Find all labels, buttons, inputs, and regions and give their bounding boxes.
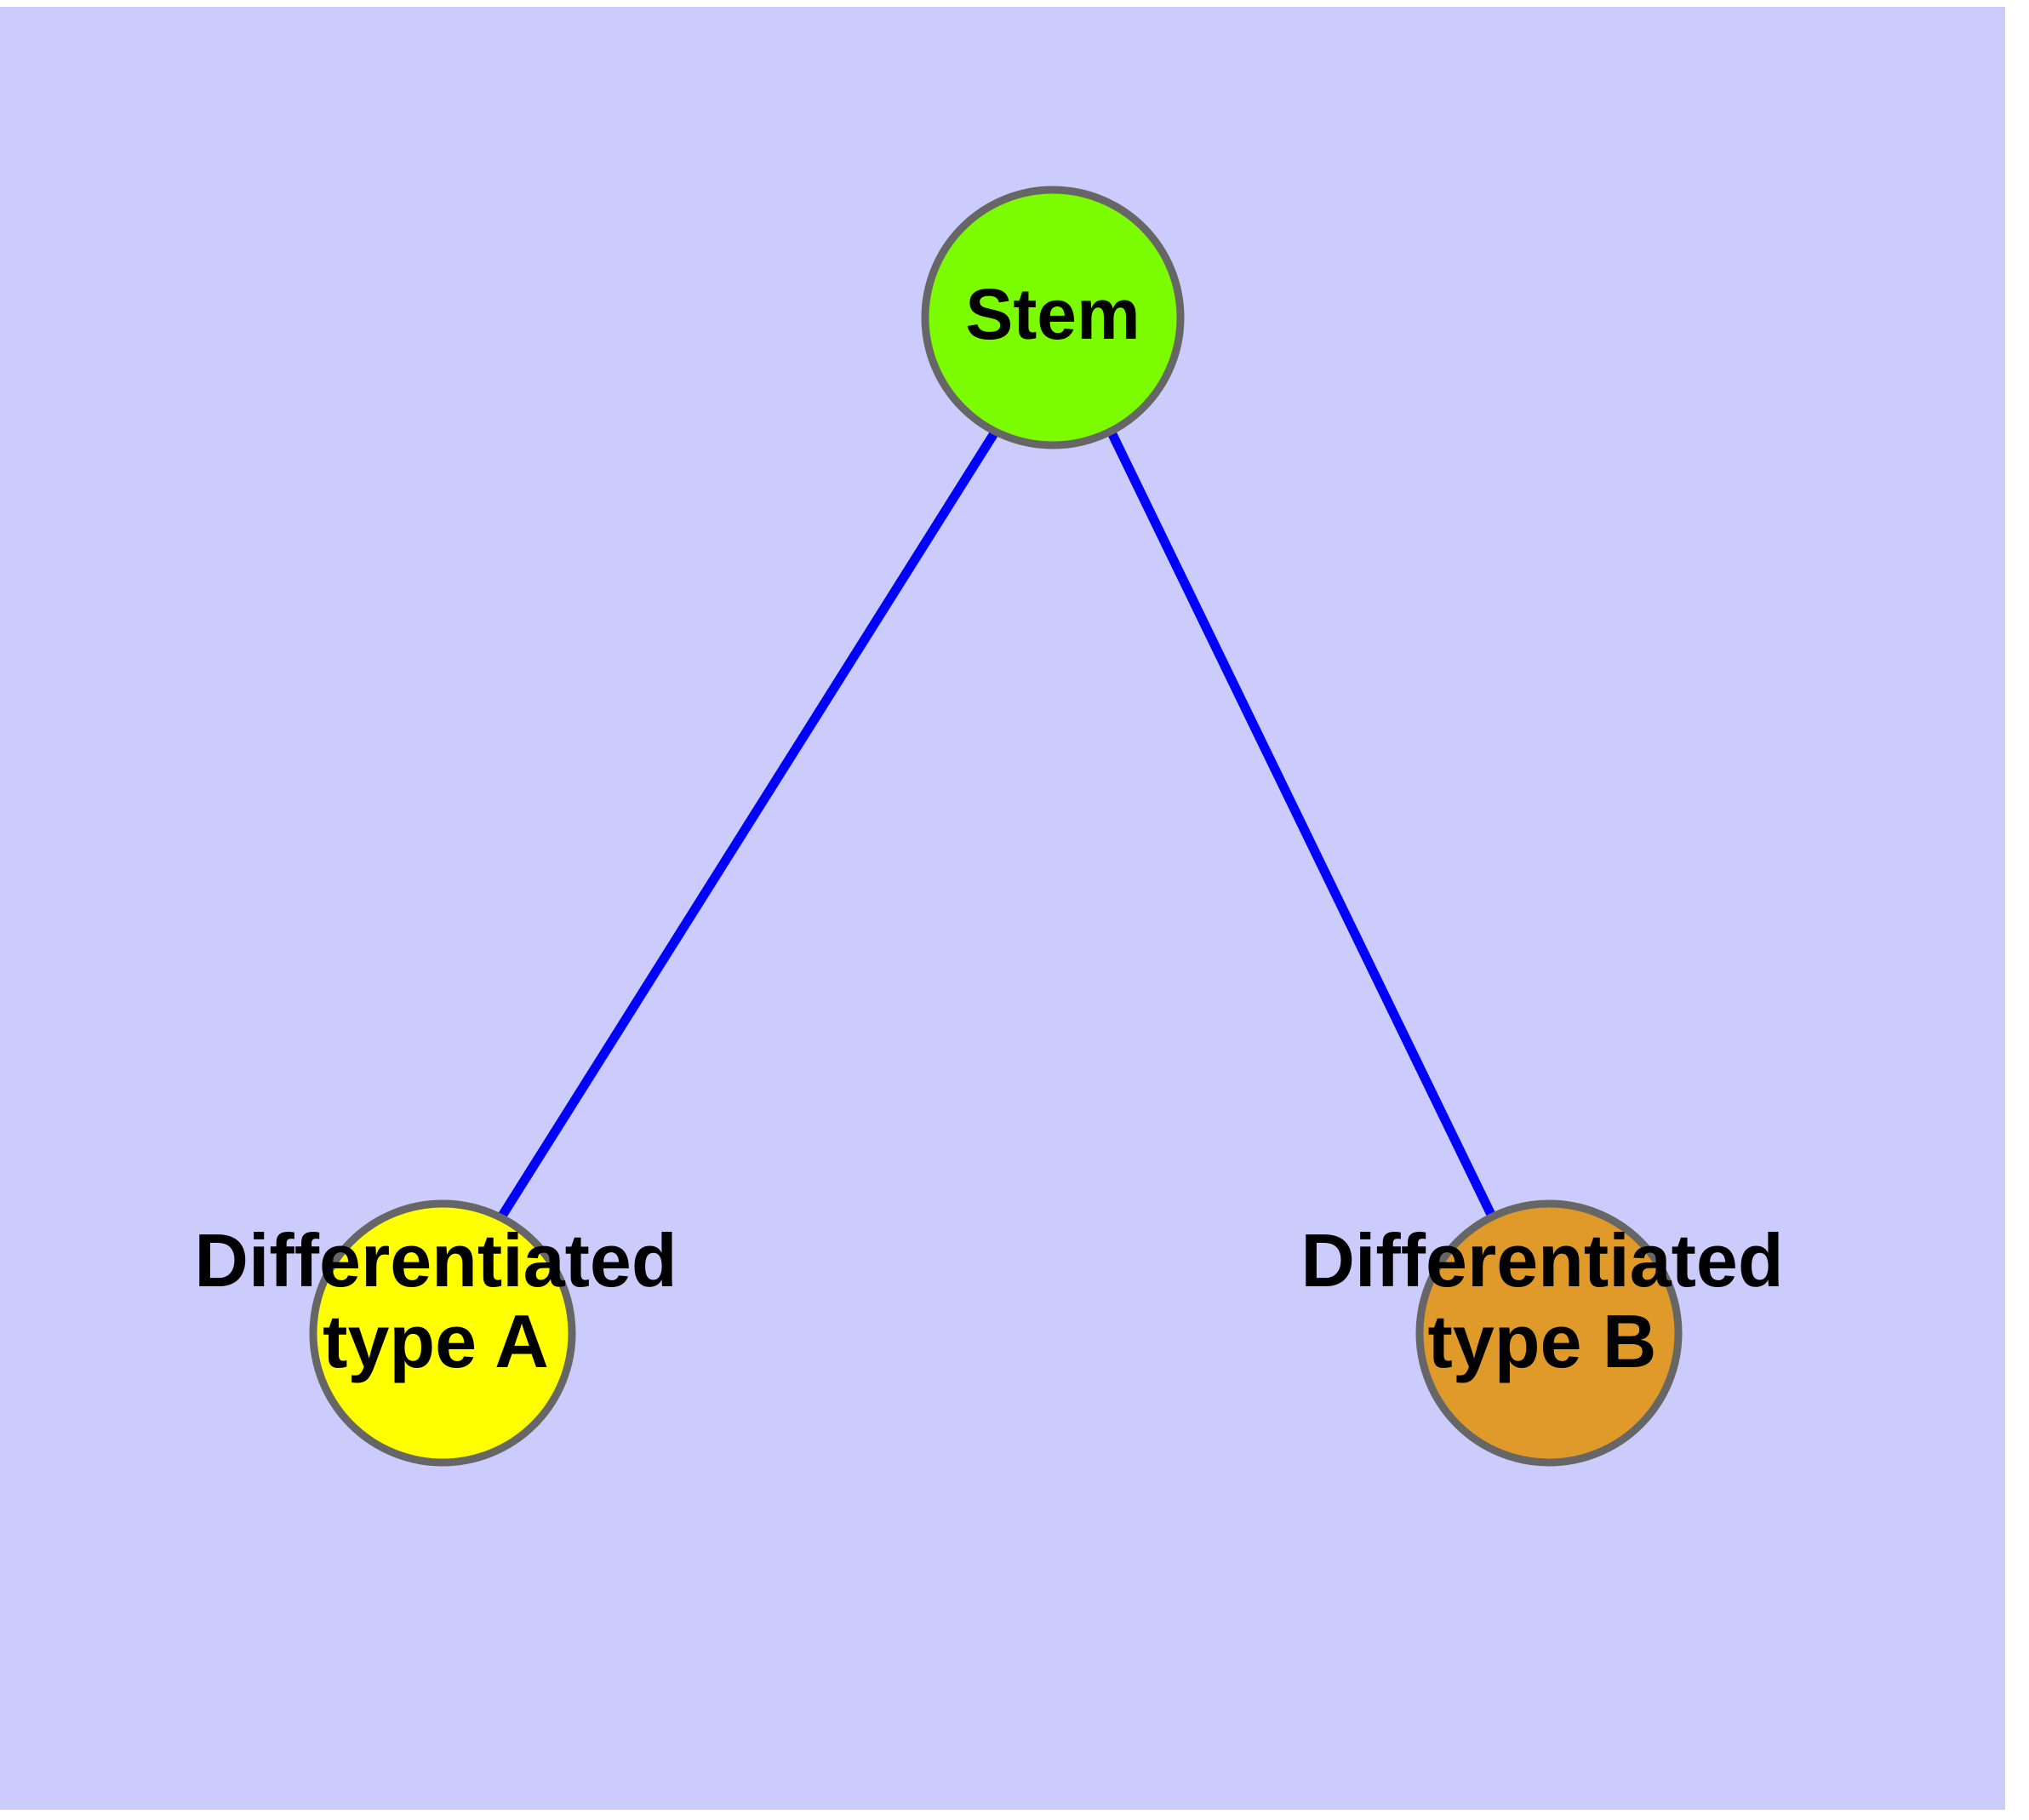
edge-stem-to-diff-b xyxy=(1106,428,1498,1222)
edge-group xyxy=(495,428,1498,1222)
node-differentiated-type-b[interactable] xyxy=(1415,1199,1683,1467)
node-differentiated-type-a[interactable] xyxy=(309,1199,576,1467)
node-group xyxy=(309,186,1683,1467)
edge-stem-to-diff-a xyxy=(495,428,1000,1222)
graph-svg xyxy=(309,186,1683,1467)
node-stem[interactable] xyxy=(921,186,1185,449)
